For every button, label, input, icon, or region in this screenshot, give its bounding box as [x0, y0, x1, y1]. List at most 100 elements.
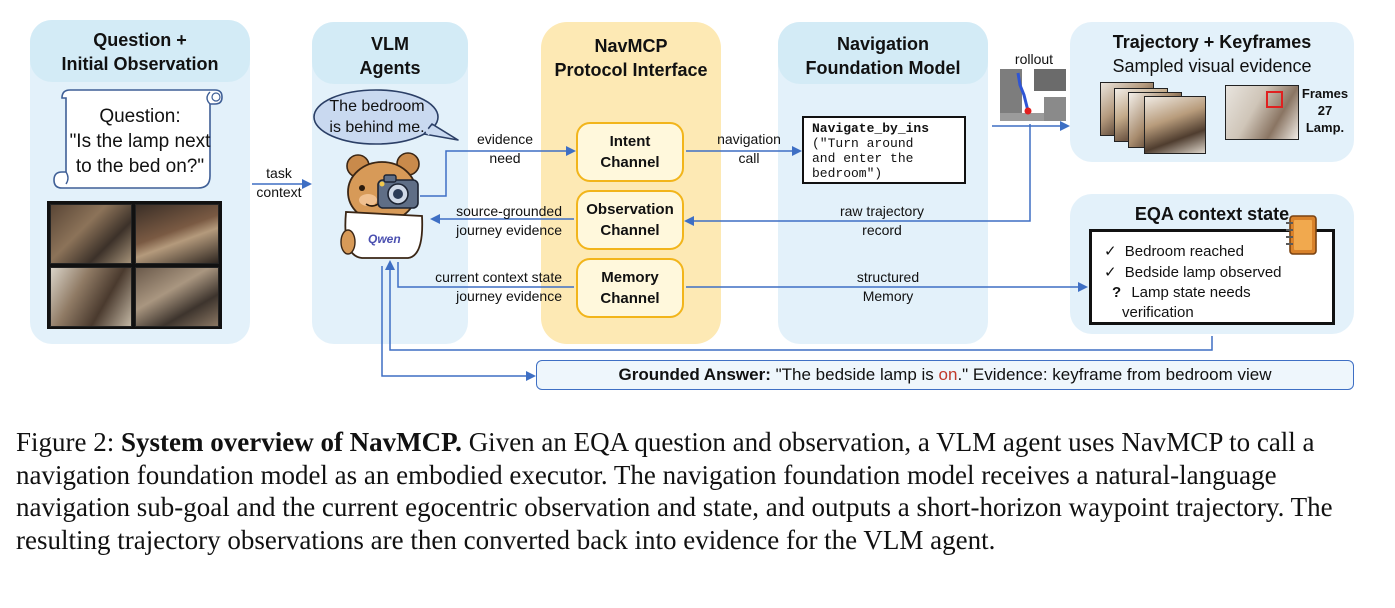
notebook-icon — [1286, 215, 1317, 255]
camera-icon — [377, 174, 419, 209]
keyframe-highlight-box — [1266, 91, 1283, 108]
navigation-call-line2: call — [738, 150, 760, 166]
memory-channel-line2: Channel — [600, 290, 660, 307]
observation-channel: Observation Channel — [576, 190, 684, 250]
raw-trajectory-label: raw trajectory record — [820, 202, 944, 240]
navigation-model-title-line2: Foundation Model — [805, 58, 961, 78]
navigation-call-label: navigation call — [706, 130, 792, 168]
structured-memory-label: structured Memory — [838, 268, 938, 306]
question-panel-header: Question + Initial Observation — [30, 20, 250, 82]
caption-prefix: Figure 2: — [16, 427, 121, 457]
eqa-item-3-line1: Lamp state needs — [1131, 284, 1251, 301]
navigation-call-line1: navigation — [717, 131, 781, 147]
source-grounded-label: source-grounded journey evidence — [430, 202, 562, 240]
evidence-need-arrow — [420, 146, 576, 197]
eqa-item-3-line2: verification — [1122, 304, 1194, 321]
trajectory-subtitle: Sampled visual evidence — [1112, 56, 1312, 76]
frames-label-line3: Lamp. — [1305, 120, 1345, 135]
raw-trajectory-line2: record — [862, 222, 902, 238]
qwen-badge: Qwen — [368, 232, 401, 246]
structured-memory-line1: structured — [856, 269, 920, 285]
eqa-item-1: ✓ Bedroom reached — [1104, 242, 1244, 262]
speech-bubble-text: The bedroom is behind me. — [322, 96, 432, 138]
intent-channel-line1: Intent — [609, 133, 651, 150]
answer-arrow — [381, 266, 536, 381]
eqa-item-2-text: Bedside lamp observed — [1124, 264, 1282, 281]
caption-bold: System overview of NavMCP. — [121, 427, 462, 457]
intent-channel-line2: Channel — [600, 154, 660, 171]
grounded-answer-highlight: on — [938, 365, 958, 384]
memory-channel: Memory Channel — [576, 258, 684, 318]
observation-photo-3 — [50, 267, 132, 327]
evidence-need-line2: need — [489, 150, 521, 166]
navmcp-title-line1: NavMCP — [594, 36, 668, 56]
eqa-context-title: EQA context state — [1134, 204, 1290, 224]
question-mark-icon: ? — [1112, 284, 1122, 301]
grounded-answer-box: Grounded Answer: "The bedside lamp is on… — [536, 360, 1354, 390]
speech-bubble-line2: is behind me. — [329, 119, 425, 136]
current-context-label: current context state journey evidence — [414, 268, 562, 306]
evidence-need-line1: evidence — [476, 131, 534, 147]
vlm-agents-title-line1: VLM — [371, 34, 409, 54]
navigate-instruction-box: Navigate_by_ins ("Turn around and enter … — [802, 116, 966, 184]
intent-channel: Intent Channel — [576, 122, 684, 182]
grounded-answer-text-after: ." Evidence: keyframe from bedroom view — [957, 365, 1272, 384]
trajectory-title: Trajectory + Keyframes — [1112, 32, 1312, 52]
navmcp-title: NavMCP Protocol Interface — [541, 34, 721, 82]
raw-trajectory-arrow — [684, 124, 1031, 226]
structured-memory-line2: Memory — [862, 288, 914, 304]
navigate-arg-line3: bedroom") — [812, 166, 883, 181]
navigation-model-header: Navigation Foundation Model — [778, 22, 988, 84]
source-grounded-line1: source-grounded — [456, 203, 562, 219]
current-context-line1: current context state — [435, 269, 562, 285]
keyframe-image — [1225, 85, 1299, 140]
rollout-label: rollout — [1014, 51, 1054, 67]
check-icon: ✓ — [1104, 243, 1117, 260]
navigation-model-title-line1: Navigation — [836, 34, 929, 54]
observation-photo-2 — [135, 204, 219, 264]
question-text: Question: "Is the lamp next to the bed o… — [60, 104, 220, 179]
speech-bubble-icon — [313, 89, 459, 145]
initial-observation-grid — [47, 201, 222, 329]
observation-photo-4 — [135, 267, 219, 327]
speech-bubble-line1: The bedroom — [329, 98, 425, 115]
eqa-item-1-text: Bedroom reached — [1124, 243, 1244, 260]
raw-trajectory-line1: raw trajectory — [839, 203, 925, 219]
question-panel-title-line1: Question + — [93, 30, 187, 50]
question-panel-title-line2: Initial Observation — [61, 54, 219, 74]
eqa-feedback-arrow — [385, 260, 1213, 351]
question-text-line2: "Is the lamp next — [69, 131, 211, 152]
observation-channel-line2: Channel — [600, 222, 660, 239]
source-grounded-line2: journey evidence — [456, 222, 562, 238]
navmcp-title-line2: Protocol Interface — [554, 60, 708, 80]
rollout-map-icon — [1000, 69, 1066, 121]
current-context-line2: journey evidence — [456, 288, 562, 304]
figure-caption: Figure 2: System overview of NavMCP. Giv… — [16, 426, 1386, 556]
memory-channel-line1: Memory — [601, 269, 659, 286]
task-context-line2: context — [256, 184, 302, 200]
current-context-arrow — [397, 262, 574, 288]
vlm-agents-header: VLM Agents — [312, 22, 468, 84]
navigate-arg-line2: and enter the — [812, 151, 914, 166]
question-text-line1: Question: — [99, 106, 181, 127]
evidence-need-label: evidence need — [470, 130, 540, 168]
frames-label-line1: Frames — [1301, 86, 1349, 101]
navigate-arg-line1: ("Turn around — [812, 136, 914, 151]
scroll-icon — [53, 89, 223, 189]
question-text-line3: to the bed on?" — [75, 156, 205, 177]
navigate-fn-name: Navigate_by_ins — [812, 121, 930, 136]
task-context-line1: task — [266, 165, 292, 181]
eqa-item-2: ✓ Bedside lamp observed — [1104, 263, 1282, 283]
qwen-badge-text: Qwen — [368, 232, 401, 246]
trajectory-frame-4 — [1144, 96, 1206, 154]
observation-photo-1 — [50, 204, 132, 264]
frames-label: Frames 27 Lamp. — [1298, 85, 1352, 136]
grounded-answer-label: Grounded Answer: — [618, 365, 771, 384]
grounded-answer-text-before: "The bedside lamp is — [770, 365, 939, 384]
connector-arrows — [252, 121, 1213, 381]
check-icon: ✓ — [1104, 264, 1117, 281]
observation-channel-line1: Observation — [586, 201, 674, 218]
vlm-agents-title-line2: Agents — [359, 58, 421, 78]
task-context-label: task context — [248, 164, 310, 202]
frames-label-line2: 27 — [1317, 103, 1333, 118]
